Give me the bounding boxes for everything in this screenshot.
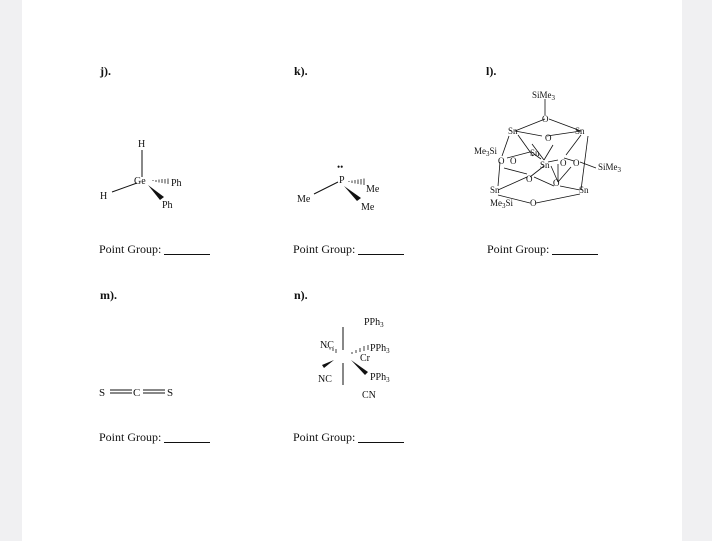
answer-blank-l[interactable] — [552, 254, 599, 255]
l-oxygen-7: O — [526, 174, 533, 184]
molecule-n-structure: PPh3 NC PPh3 Cr NC PPh3 CN — [318, 317, 390, 401]
j-bottom-atom: Ph — [162, 200, 173, 211]
k-center-atom: P — [339, 175, 345, 186]
n-lower-left-ligand: NC — [318, 374, 332, 385]
label-m: m). — [100, 288, 117, 302]
answer-blank-k[interactable] — [358, 254, 405, 255]
l-left-silyl: Me3Si — [474, 146, 498, 158]
l-tin-5: Sn — [490, 185, 500, 195]
l-tin-2: Sn — [575, 126, 585, 136]
l-bottom-silyl: Me3Si — [490, 198, 514, 210]
point-group-j: Point Group: — [99, 242, 211, 257]
point-group-k: Point Group: — [293, 242, 405, 257]
l-oxygen-4: O — [510, 156, 517, 166]
m-right-atom: S — [167, 387, 173, 399]
k-left-atom: Me — [297, 194, 311, 205]
molecule-l-structure: SiMe3 Sn Sn O O Me3Si Sn O O Sn O O SiMe… — [474, 90, 622, 210]
l-tin-4: Sn — [540, 160, 550, 170]
point-group-m: Point Group: — [99, 430, 211, 445]
l-oxygen-8: O — [553, 178, 560, 188]
answer-blank-m[interactable] — [164, 442, 211, 443]
label-j: j). — [100, 64, 111, 78]
l-oxygen-1: O — [542, 114, 549, 124]
j-left-atom: H — [100, 191, 107, 202]
l-tin-3: Sn — [530, 148, 540, 158]
molecule-j-structure: H Ge H Ph Ph — [100, 139, 182, 211]
j-right-atom: Ph — [171, 178, 182, 189]
label-k: k). — [294, 64, 308, 78]
l-oxygen-9: O — [530, 198, 537, 208]
label-l: l). — [486, 64, 497, 78]
n-bottom-ligand: CN — [362, 390, 376, 401]
l-tin-6: Sn — [579, 185, 589, 195]
n-lower-right-ligand: PPh3 — [370, 372, 390, 384]
l-right-silyl: SiMe3 — [598, 162, 622, 174]
point-group-l: Point Group: — [487, 242, 599, 257]
answer-blank-n[interactable] — [358, 442, 405, 443]
molecule-m-structure: S C S — [99, 387, 173, 399]
l-oxygen-2: O — [545, 133, 552, 143]
n-top-ligand: PPh3 — [364, 317, 384, 329]
point-group-n: Point Group: — [293, 430, 405, 445]
k-bottom-atom: Me — [361, 202, 375, 213]
l-oxygen-5: O — [560, 158, 567, 168]
n-upper-right-ligand: PPh3 — [370, 343, 390, 355]
l-top-silyl: SiMe3 — [532, 90, 556, 102]
j-center-atom: Ge — [134, 176, 146, 187]
label-n: n). — [294, 288, 308, 302]
n-center-atom: Cr — [360, 353, 371, 364]
l-tin-1: Sn — [508, 126, 518, 136]
n-upper-left-ligand: NC — [320, 340, 334, 351]
m-center-atom: C — [133, 387, 140, 399]
l-oxygen-6: O — [573, 158, 580, 168]
l-oxygen-3: O — [498, 156, 505, 166]
worksheet-page: j). k). l). m). n). Point Group: Point G… — [22, 0, 682, 541]
answer-blank-j[interactable] — [164, 254, 211, 255]
k-right-atom: Me — [366, 184, 380, 195]
j-top-atom: H — [138, 139, 145, 150]
molecule-k-structure: •• P Me Me Me — [297, 162, 380, 213]
k-lone-pair: •• — [337, 162, 343, 172]
m-left-atom: S — [99, 387, 105, 399]
